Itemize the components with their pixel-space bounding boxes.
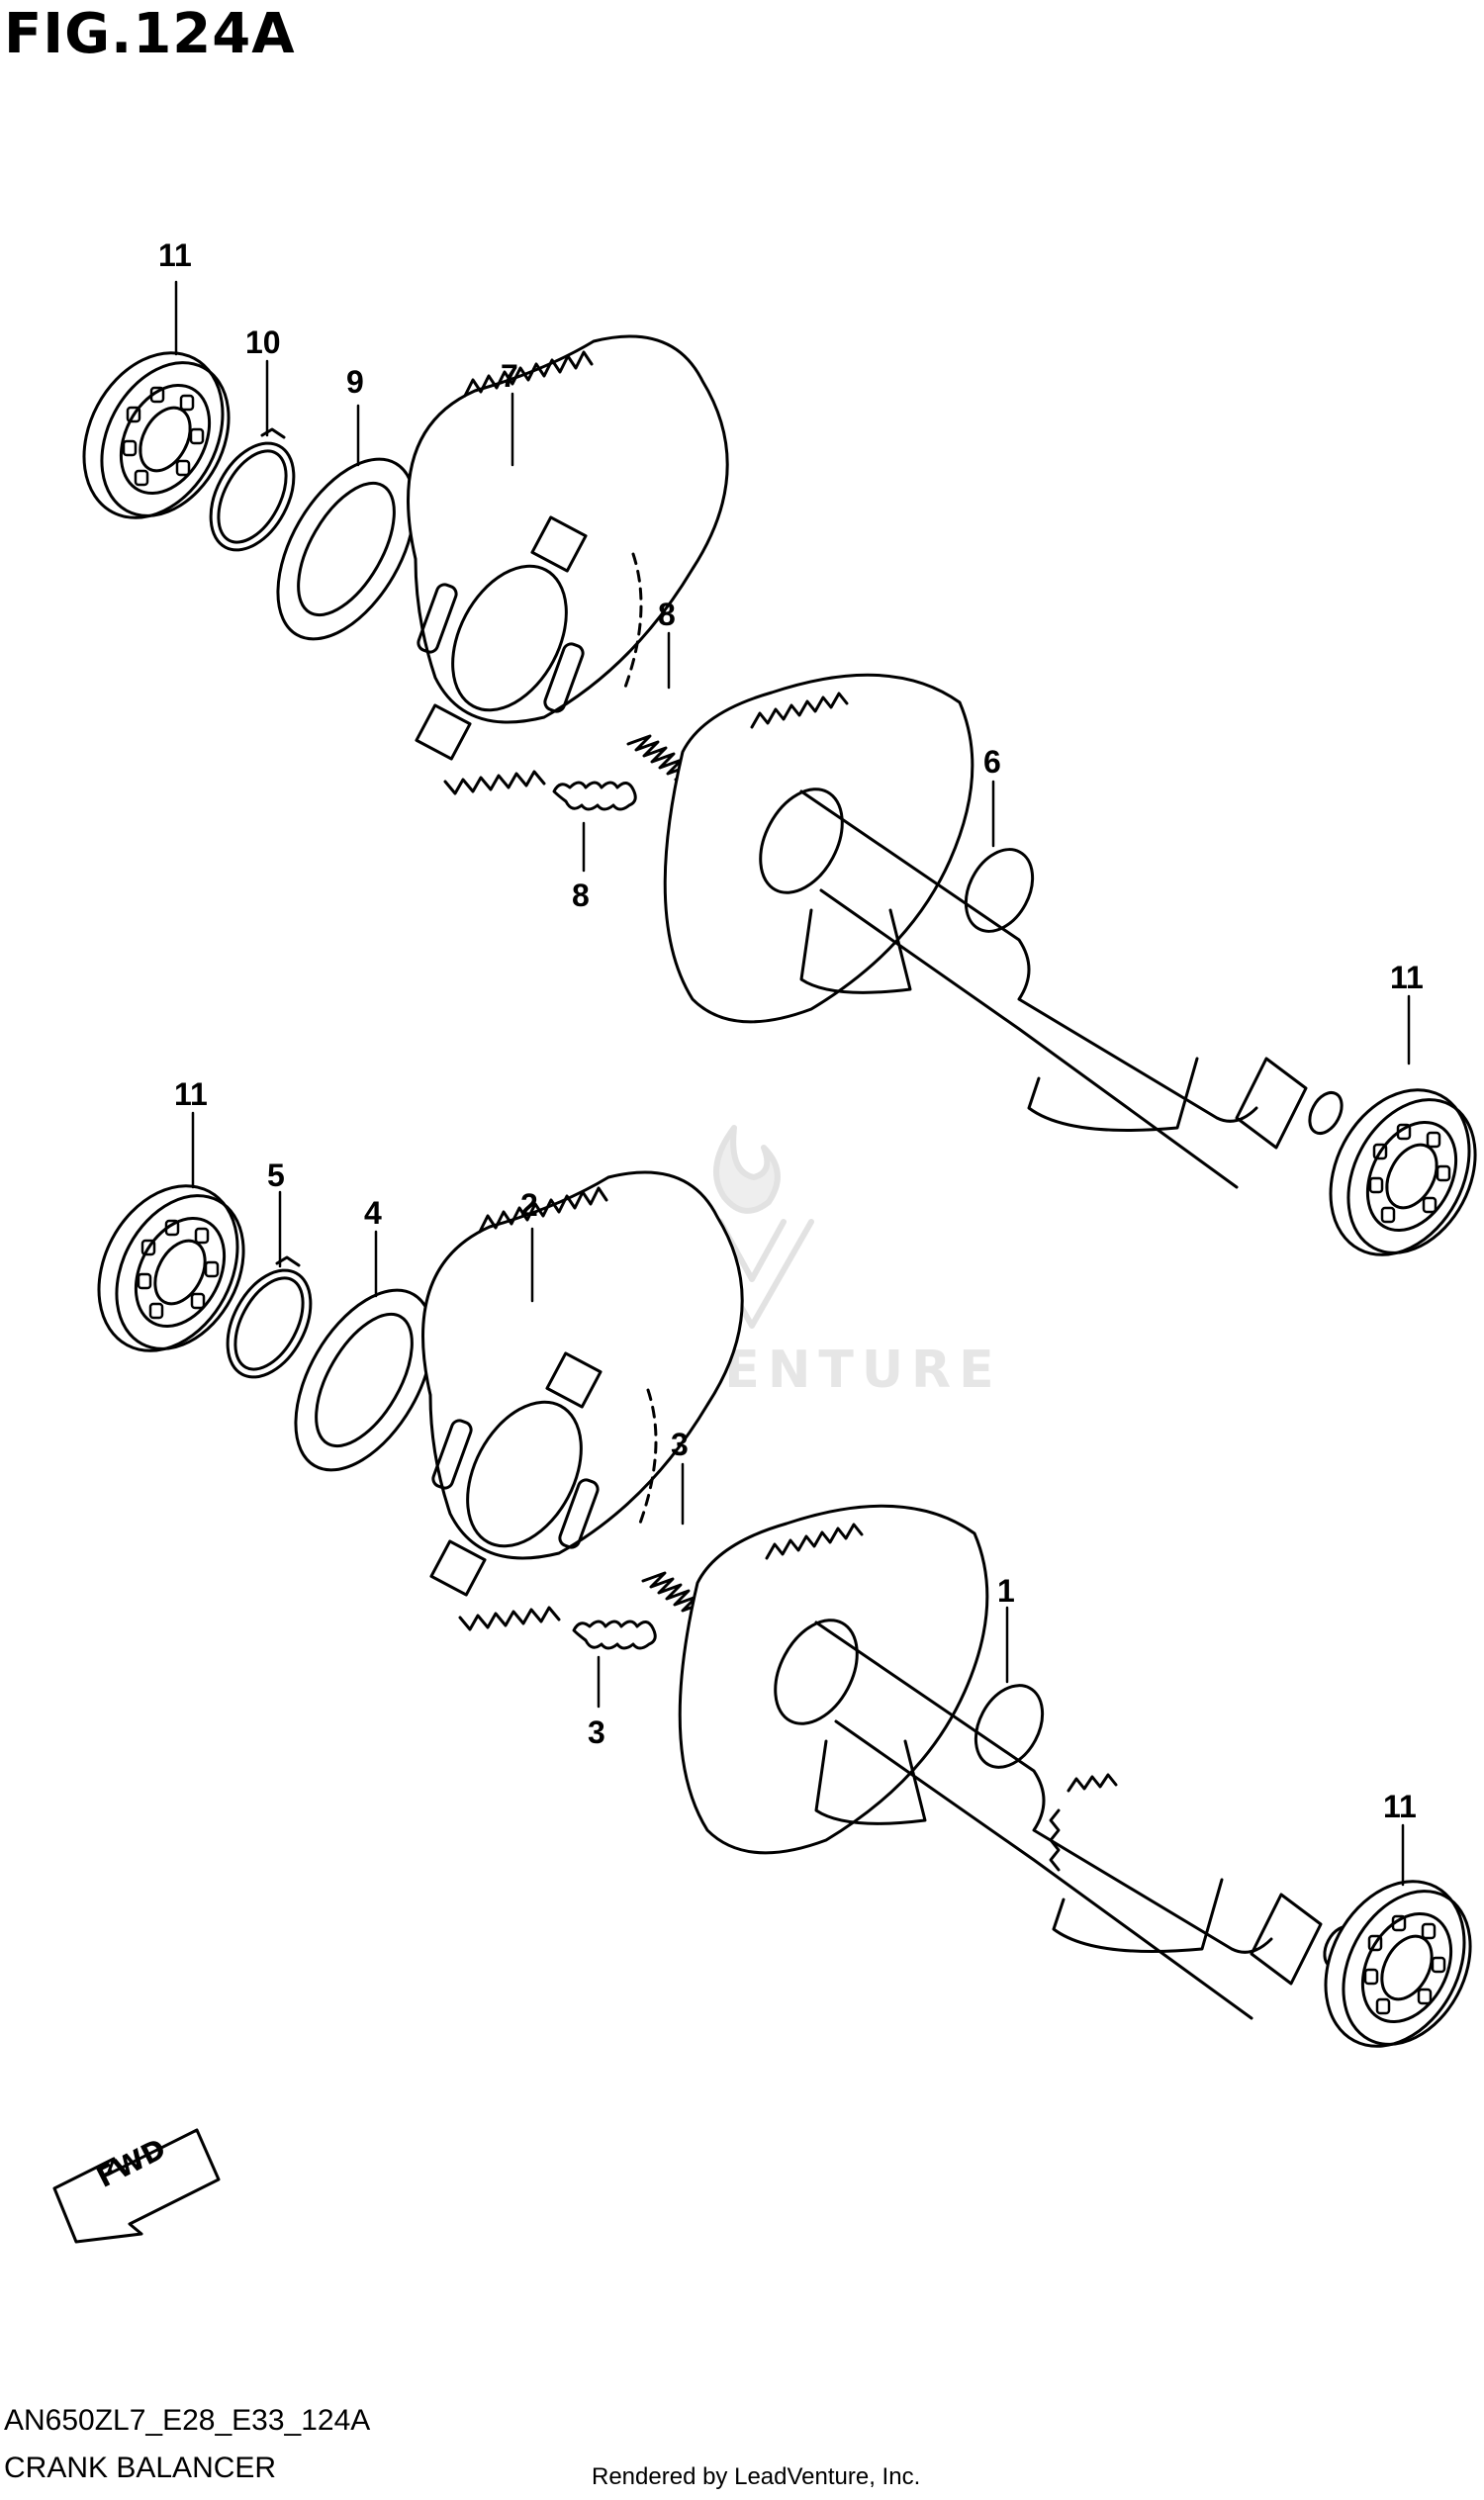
- callout-6: 6: [983, 744, 1001, 780]
- callout-11-lower-left: 11: [174, 1076, 208, 1112]
- figure-title: FIG.124A: [4, 2, 296, 66]
- diagram-caption: CRANK BALANCER: [4, 2452, 277, 2484]
- callout-3-top: 3: [671, 1427, 689, 1462]
- lower-leaders: [191, 1111, 1405, 1887]
- lower-drive-gear: [421, 1170, 744, 1631]
- upper-bearing-left: [54, 326, 256, 544]
- callout-8-bottom: 8: [572, 878, 590, 913]
- lower-bearing-left: [69, 1159, 271, 1377]
- model-code: AN650ZL7_E28_E33_124A: [4, 2404, 371, 2437]
- lower-spring-b: [572, 1620, 657, 1650]
- upper-washer: [276, 457, 417, 641]
- forward-arrow: [52, 2128, 221, 2244]
- render-credit: Rendered by LeadVenture, Inc.: [592, 2463, 921, 2490]
- lower-circlip: [226, 1255, 313, 1379]
- upper-driven-gear: [407, 334, 729, 795]
- callout-8-top: 8: [658, 597, 676, 632]
- callout-2: 2: [520, 1187, 538, 1223]
- callout-4: 4: [364, 1195, 382, 1231]
- callout-5: 5: [267, 1157, 285, 1193]
- upper-bearing-right: [1301, 1064, 1484, 1281]
- upper-leaders: [174, 280, 1411, 1065]
- callout-11-lower-right: 11: [1383, 1789, 1417, 1824]
- upper-balancer-shaft: [663, 673, 1344, 1189]
- callout-10: 10: [245, 324, 281, 360]
- callout-1: 1: [997, 1573, 1015, 1609]
- upper-circlip: [209, 427, 296, 552]
- upper-spring-b: [552, 781, 637, 811]
- lower-washer: [294, 1288, 434, 1472]
- callout-11-upper-left: 11: [158, 237, 192, 273]
- callout-11-upper-right: 11: [1390, 960, 1424, 995]
- callout-7: 7: [501, 358, 518, 394]
- callout-3-bottom: 3: [588, 1714, 605, 1750]
- lower-balancer-shaft: [678, 1504, 1358, 2020]
- callout-9: 9: [346, 364, 364, 400]
